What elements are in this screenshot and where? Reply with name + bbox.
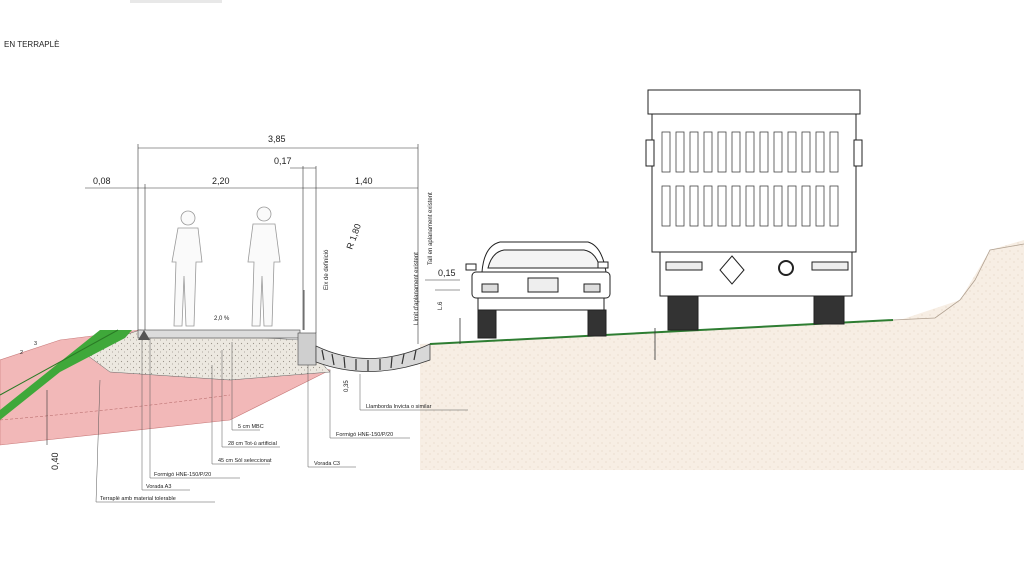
grass-slope bbox=[0, 330, 132, 420]
truck-icon bbox=[645, 89, 863, 331]
pedestrian-icon bbox=[171, 210, 203, 327]
sidewalk-edge-marker bbox=[138, 330, 150, 340]
dim-height-right: 0,15 bbox=[438, 268, 456, 278]
slope-rise: 2 bbox=[20, 350, 23, 356]
radius-label: R 1,80 bbox=[344, 222, 362, 250]
dim-depth-left: 0,40 bbox=[50, 452, 60, 470]
existing-slope-label: Tall en aplanament existent bbox=[428, 192, 434, 265]
dimension-lines bbox=[46, 144, 460, 445]
kerb bbox=[297, 332, 317, 366]
car-icon bbox=[465, 241, 611, 339]
pedestrian-icon bbox=[247, 206, 281, 327]
material-label-6: Terraplè amb material tolerable bbox=[100, 496, 176, 502]
section-title: EN TERRAPLÈ bbox=[4, 40, 59, 49]
material-label-3: 45 cm Sòl seleccionat bbox=[218, 458, 272, 464]
natural-ground-edge bbox=[892, 243, 1024, 321]
dim-total: 3,85 bbox=[268, 134, 286, 144]
material-label-1: 5 cm MBC bbox=[238, 424, 264, 430]
material-label-7: Vorada C3 bbox=[314, 461, 340, 467]
dim-gutter: 1,40 bbox=[355, 176, 373, 186]
slope-run: 3 bbox=[34, 341, 37, 347]
callout-leaders bbox=[95, 336, 468, 503]
dim-left-edge: 0,08 bbox=[93, 176, 111, 186]
material-label-2: 28 cm Tot-ú artificial bbox=[228, 441, 277, 447]
top-tab bbox=[130, 0, 222, 3]
dim-depth-small: 0,35 bbox=[344, 380, 350, 392]
existing-alignment-label: Límit d'aplanament existent bbox=[414, 252, 420, 325]
definition-line-label: Eix de definició bbox=[324, 249, 330, 290]
level-label: L.6 bbox=[438, 301, 444, 310]
slope-line bbox=[0, 329, 119, 396]
dim-sidewalk: 2,20 bbox=[212, 176, 230, 186]
gutter-blocks bbox=[321, 349, 417, 371]
material-label-4: Formigó HNE-150/P/20 bbox=[154, 472, 211, 478]
natural-ground bbox=[420, 240, 1024, 470]
material-label-5: Vorada A3 bbox=[146, 484, 171, 490]
dim-kerb: 0,17 bbox=[274, 156, 292, 166]
material-label-9: Llamborda Invicta o similar bbox=[366, 404, 432, 410]
slope-percent: 2,0 % bbox=[214, 316, 230, 322]
material-label-8: Formigó HNE-150/P/20 bbox=[336, 432, 393, 438]
marker-posts bbox=[303, 290, 656, 360]
sidewalk-pavement bbox=[137, 329, 301, 339]
